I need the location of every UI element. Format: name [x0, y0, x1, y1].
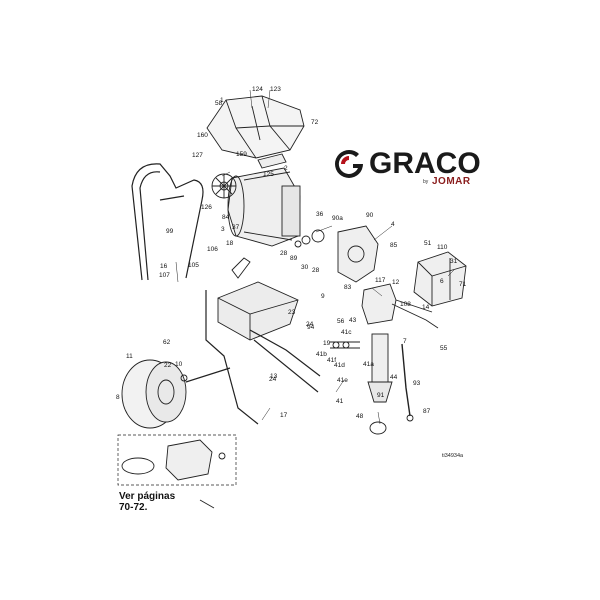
- filter-manifold-part: [361, 283, 439, 329]
- callout-41f: 41f: [327, 357, 337, 364]
- callout-124: 124: [252, 86, 263, 93]
- callout-110: 110: [437, 244, 448, 251]
- callout-106: 106: [207, 246, 218, 253]
- callout-93: 93: [413, 380, 421, 387]
- callout-56: 56: [337, 318, 345, 325]
- brand-sub: JOMAR: [432, 176, 471, 187]
- motor-cover-part: [206, 95, 305, 159]
- callout-90: 90: [366, 212, 374, 219]
- callout-41e: 41e: [337, 377, 348, 384]
- reference-note-line: 70-72.: [119, 502, 148, 513]
- displacement-pump-part: [330, 333, 393, 435]
- callout-41: 41: [336, 398, 344, 405]
- callout-28: 28: [312, 267, 320, 274]
- callout-23: 23: [288, 309, 296, 316]
- reference-note-line: Ver páginas: [119, 491, 176, 502]
- callout-1: 1: [220, 97, 224, 104]
- callout-37: 37: [232, 224, 240, 231]
- callout-85: 85: [390, 242, 398, 249]
- callout-28: 28: [280, 250, 288, 257]
- callout-41b: 41b: [316, 351, 327, 358]
- callout-58: 58: [215, 100, 223, 107]
- leader-lines: [175, 89, 455, 425]
- callout-6: 6: [440, 278, 444, 285]
- callout-19: 19: [323, 340, 331, 347]
- callout-43: 43: [349, 317, 357, 324]
- callout-41c: 41c: [341, 329, 352, 336]
- fan-part: [211, 173, 237, 199]
- inset-box: [117, 434, 237, 509]
- motor-assembly-part: [227, 153, 301, 247]
- callout-90a: 90a: [332, 215, 343, 222]
- callout-14: 14: [422, 304, 430, 311]
- pressure-control-part: [413, 251, 467, 307]
- callout-84: 84: [222, 214, 230, 221]
- callout-123: 123: [270, 86, 281, 93]
- graco-logo-icon: [335, 149, 363, 178]
- callout-18: 18: [226, 240, 234, 247]
- callout-89: 89: [290, 255, 298, 262]
- callout-117: 117: [375, 277, 386, 284]
- callout-41d: 41d: [334, 362, 345, 369]
- callout-62: 62: [163, 339, 171, 346]
- callout-8: 8: [116, 394, 120, 401]
- callout-159: 159: [236, 151, 247, 158]
- suction-hose-part: [401, 343, 414, 422]
- callout-99: 99: [166, 228, 174, 235]
- callout-44: 44: [390, 374, 398, 381]
- callout-71: 71: [459, 281, 467, 288]
- callout-55: 55: [440, 345, 448, 352]
- callout-36: 36: [316, 211, 324, 218]
- handle-frame-part: [131, 163, 204, 281]
- callout-31: 31: [450, 258, 458, 265]
- callout-22: 22: [164, 362, 172, 369]
- callout-3: 3: [221, 226, 225, 233]
- callout-24: 24: [269, 376, 277, 383]
- figure-code: ti34934a: [442, 453, 464, 459]
- callout-48: 48: [356, 413, 364, 420]
- callout-105: 105: [188, 262, 199, 269]
- callout-13: 13: [270, 373, 278, 380]
- callout-9: 9: [321, 293, 325, 300]
- callout-107: 107: [159, 272, 170, 279]
- brand-by: by: [423, 179, 429, 185]
- callout-10: 10: [175, 361, 183, 368]
- wheel-part: [121, 359, 231, 429]
- callout-94: 94: [307, 324, 315, 331]
- drive-housing-part: [294, 225, 379, 283]
- callout-41a: 41a: [363, 361, 374, 368]
- callout-11: 11: [126, 353, 133, 360]
- callout-126: 126: [201, 204, 212, 211]
- callout-4: 4: [391, 221, 395, 228]
- callout-127: 127: [192, 152, 203, 159]
- callout-16: 16: [160, 263, 168, 270]
- main-frame-part: [205, 257, 321, 425]
- callout-51: 51: [424, 240, 432, 247]
- callout-83: 83: [344, 284, 352, 291]
- callout-160: 160: [197, 132, 208, 139]
- callout-2: 2: [284, 165, 288, 172]
- callout-125: 125: [263, 171, 274, 178]
- brand-name: GRACO: [369, 147, 481, 180]
- callout-91: 91: [377, 392, 385, 399]
- callout-72: 72: [311, 119, 319, 126]
- callout-108: 108: [400, 301, 411, 308]
- callout-7: 7: [403, 338, 407, 345]
- graco-logo: GRACO by JOMAR: [331, 146, 481, 192]
- callout-87: 87: [423, 408, 431, 415]
- callout-12: 12: [392, 279, 400, 286]
- callout-30: 30: [301, 264, 309, 271]
- callout-17: 17: [280, 412, 288, 419]
- reference-note: Ver páginas 70-72.: [119, 491, 189, 513]
- callout-24: 24: [306, 321, 314, 328]
